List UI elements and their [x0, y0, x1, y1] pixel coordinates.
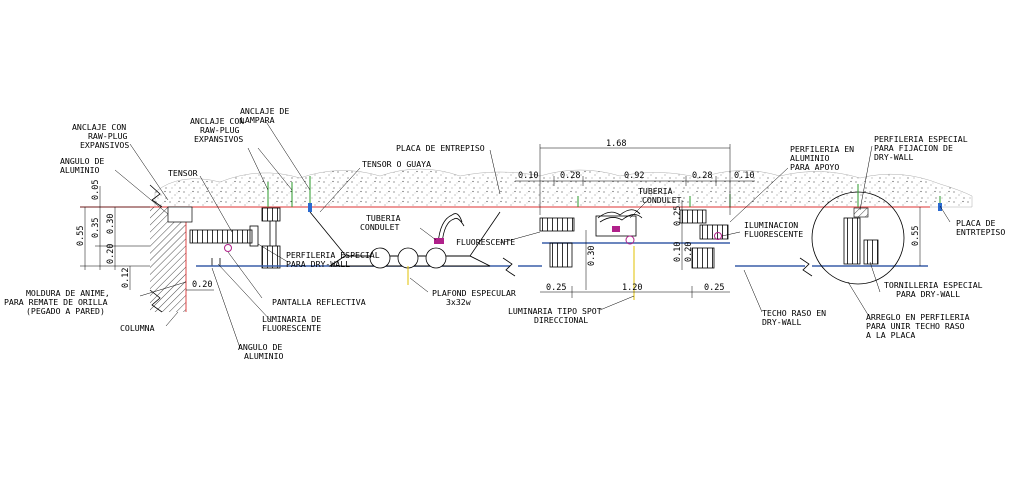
- label-techo-raso-1: TECHO RASO EN: [762, 308, 826, 318]
- left-fixture-assembly: [167, 176, 312, 269]
- label-iluminacion-1: ILUMINACION: [744, 220, 798, 230]
- label-angulo-top-2: ALUMINIO: [60, 165, 100, 175]
- label-placa-right-1: PLACA DE: [956, 218, 996, 228]
- annotation-labels: ANCLAJE CON RAW-PLUG EXPANSIVOS ANGULO D…: [4, 106, 1005, 361]
- label-angulo-bottom-1: ANGULO DE: [238, 342, 282, 352]
- dimension-texts: 0.05 0.35 0.30 0.55 0.20 0.12 0.20 1.68 …: [76, 139, 921, 293]
- label-moldura-2: PARA REMATE DE ORILLA: [4, 297, 108, 307]
- label-perfileria-drywall-2: PARA DRY-WALL: [286, 259, 350, 269]
- dim-bottom-025a: 0.25: [546, 283, 566, 293]
- dim-mid-030: 0.30: [587, 246, 597, 266]
- label-columna: COLUMNA: [120, 323, 155, 333]
- dim-top-010b: 0.10: [734, 171, 754, 181]
- dim-mid-020: 0.20: [684, 242, 694, 262]
- dim-left-035: 0.35: [91, 218, 101, 238]
- label-luminaria-spot-2: DIRECCIONAL: [534, 315, 588, 325]
- label-placa-right-2: ENTRTEPISO: [956, 227, 1005, 237]
- column: [149, 184, 187, 313]
- label-plafond-1: PLAFOND ESPECULAR: [432, 288, 516, 298]
- label-iluminacion-2: FLUORESCENTE: [744, 229, 803, 239]
- label-moldura-1: MOLDURA DE ANIME,: [26, 288, 110, 298]
- label-tuberia-left: TUBERIA: [366, 213, 401, 223]
- dim-top-total: 1.68: [606, 139, 626, 149]
- label-perfileria-aluminio-2: ALUMINIO: [790, 153, 830, 163]
- label-anclaje-lampara-1: ANCLAJE DE: [240, 106, 289, 116]
- label-techo-raso-2: DRY-WALL: [762, 317, 802, 327]
- label-tornilleria-1: TORNILLERIA ESPECIAL: [884, 280, 983, 290]
- label-tornilleria-2: PARA DRY-WALL: [896, 289, 960, 299]
- label-anclaje-rawplug-mid-2: RAW-PLUG: [200, 125, 240, 135]
- label-luminaria-fluor-1: LUMINARIA DE: [262, 314, 321, 324]
- dim-left-012: 0.12: [121, 268, 131, 288]
- dim-left-020: 0.20: [106, 244, 116, 264]
- label-pantalla-reflectiva: PANTALLA REFLECTIVA: [272, 297, 366, 307]
- leader-lines: [114, 119, 951, 349]
- label-perfileria-fijacion-3: DRY-WALL: [874, 152, 914, 162]
- dim-left-055: 0.55: [76, 226, 86, 246]
- label-perfileria-fijacion-1: PERFILERIA ESPECIAL: [874, 134, 968, 144]
- label-fluorescente: FLUORESCENTE: [456, 237, 515, 247]
- label-condulet-right: CONDULET: [642, 195, 682, 205]
- dim-top-010a: 0.10: [518, 171, 538, 181]
- dim-left-bottom: 0.20: [192, 280, 212, 290]
- label-perfileria-fijacion-2: PARA FIJACION DE: [874, 143, 953, 153]
- dim-left-030: 0.30: [106, 214, 116, 234]
- label-perfileria-drywall-1: PERFILERIA ESPECIAL: [286, 250, 380, 260]
- label-condulet-left: CONDULET: [360, 222, 400, 232]
- label-angulo-top-1: ANGULO DE: [60, 156, 104, 166]
- label-anclaje-rawplug-mid-1: ANCLAJE CON: [190, 116, 244, 126]
- label-perfileria-aluminio-3: PARA APOYO: [790, 162, 839, 172]
- label-moldura-3: (PEGADO A PARED): [26, 306, 105, 316]
- label-tensor-guaya: TENSOR O GUAYA: [362, 159, 431, 169]
- dim-top-092: 0.92: [624, 171, 644, 181]
- label-luminaria-spot-1: LUMINARIA TIPO SPOT: [508, 306, 602, 316]
- plafond-fixture: [309, 211, 501, 285]
- dim-mid-010: 0.10: [673, 242, 683, 262]
- label-anclaje-rawplug-mid-3: EXPANSIVOS: [194, 134, 243, 144]
- label-placa-entrepiso-top: PLACA DE ENTREPISO: [396, 143, 485, 153]
- label-perfileria-aluminio-1: PERFILERIA EN: [790, 144, 854, 154]
- dim-left-005: 0.05: [91, 180, 101, 200]
- label-anclaje-lampara-2: LAMPARA: [240, 115, 275, 125]
- label-tuberia-right: TUBERIA: [638, 186, 673, 196]
- label-arreglo-2: PARA UNIR TECHO RASO: [866, 321, 965, 331]
- dim-right-055: 0.55: [911, 226, 921, 246]
- label-anclaje-rawplug-left-2: RAW-PLUG: [88, 131, 128, 141]
- label-luminaria-fluor-2: FLUORESCENTE: [262, 323, 321, 333]
- dimension-lines: [80, 144, 921, 298]
- label-tensor: TENSOR: [168, 168, 198, 178]
- label-anclaje-rawplug-left-1: ANCLAJE CON: [72, 122, 126, 132]
- right-detail-circle: [811, 184, 942, 285]
- label-angulo-bottom-2: ALUMINIO: [244, 351, 284, 361]
- label-plafond-2: 3x32w: [446, 297, 471, 307]
- dim-bottom-025b: 0.25: [704, 283, 724, 293]
- dim-top-028b: 0.28: [692, 171, 712, 181]
- label-arreglo-3: A LA PLACA: [866, 330, 915, 340]
- dim-top-028a: 0.28: [560, 171, 580, 181]
- label-anclaje-rawplug-left-3: EXPANSIVOS: [80, 140, 129, 150]
- concrete-slab: [80, 168, 973, 208]
- label-arreglo-1: ARREGLO EN PERFILERIA: [866, 312, 970, 322]
- middle-fixture-assembly: [539, 194, 731, 300]
- dim-bottom-120: 1.20: [622, 283, 642, 293]
- dim-mid-025: 0.25: [673, 206, 683, 226]
